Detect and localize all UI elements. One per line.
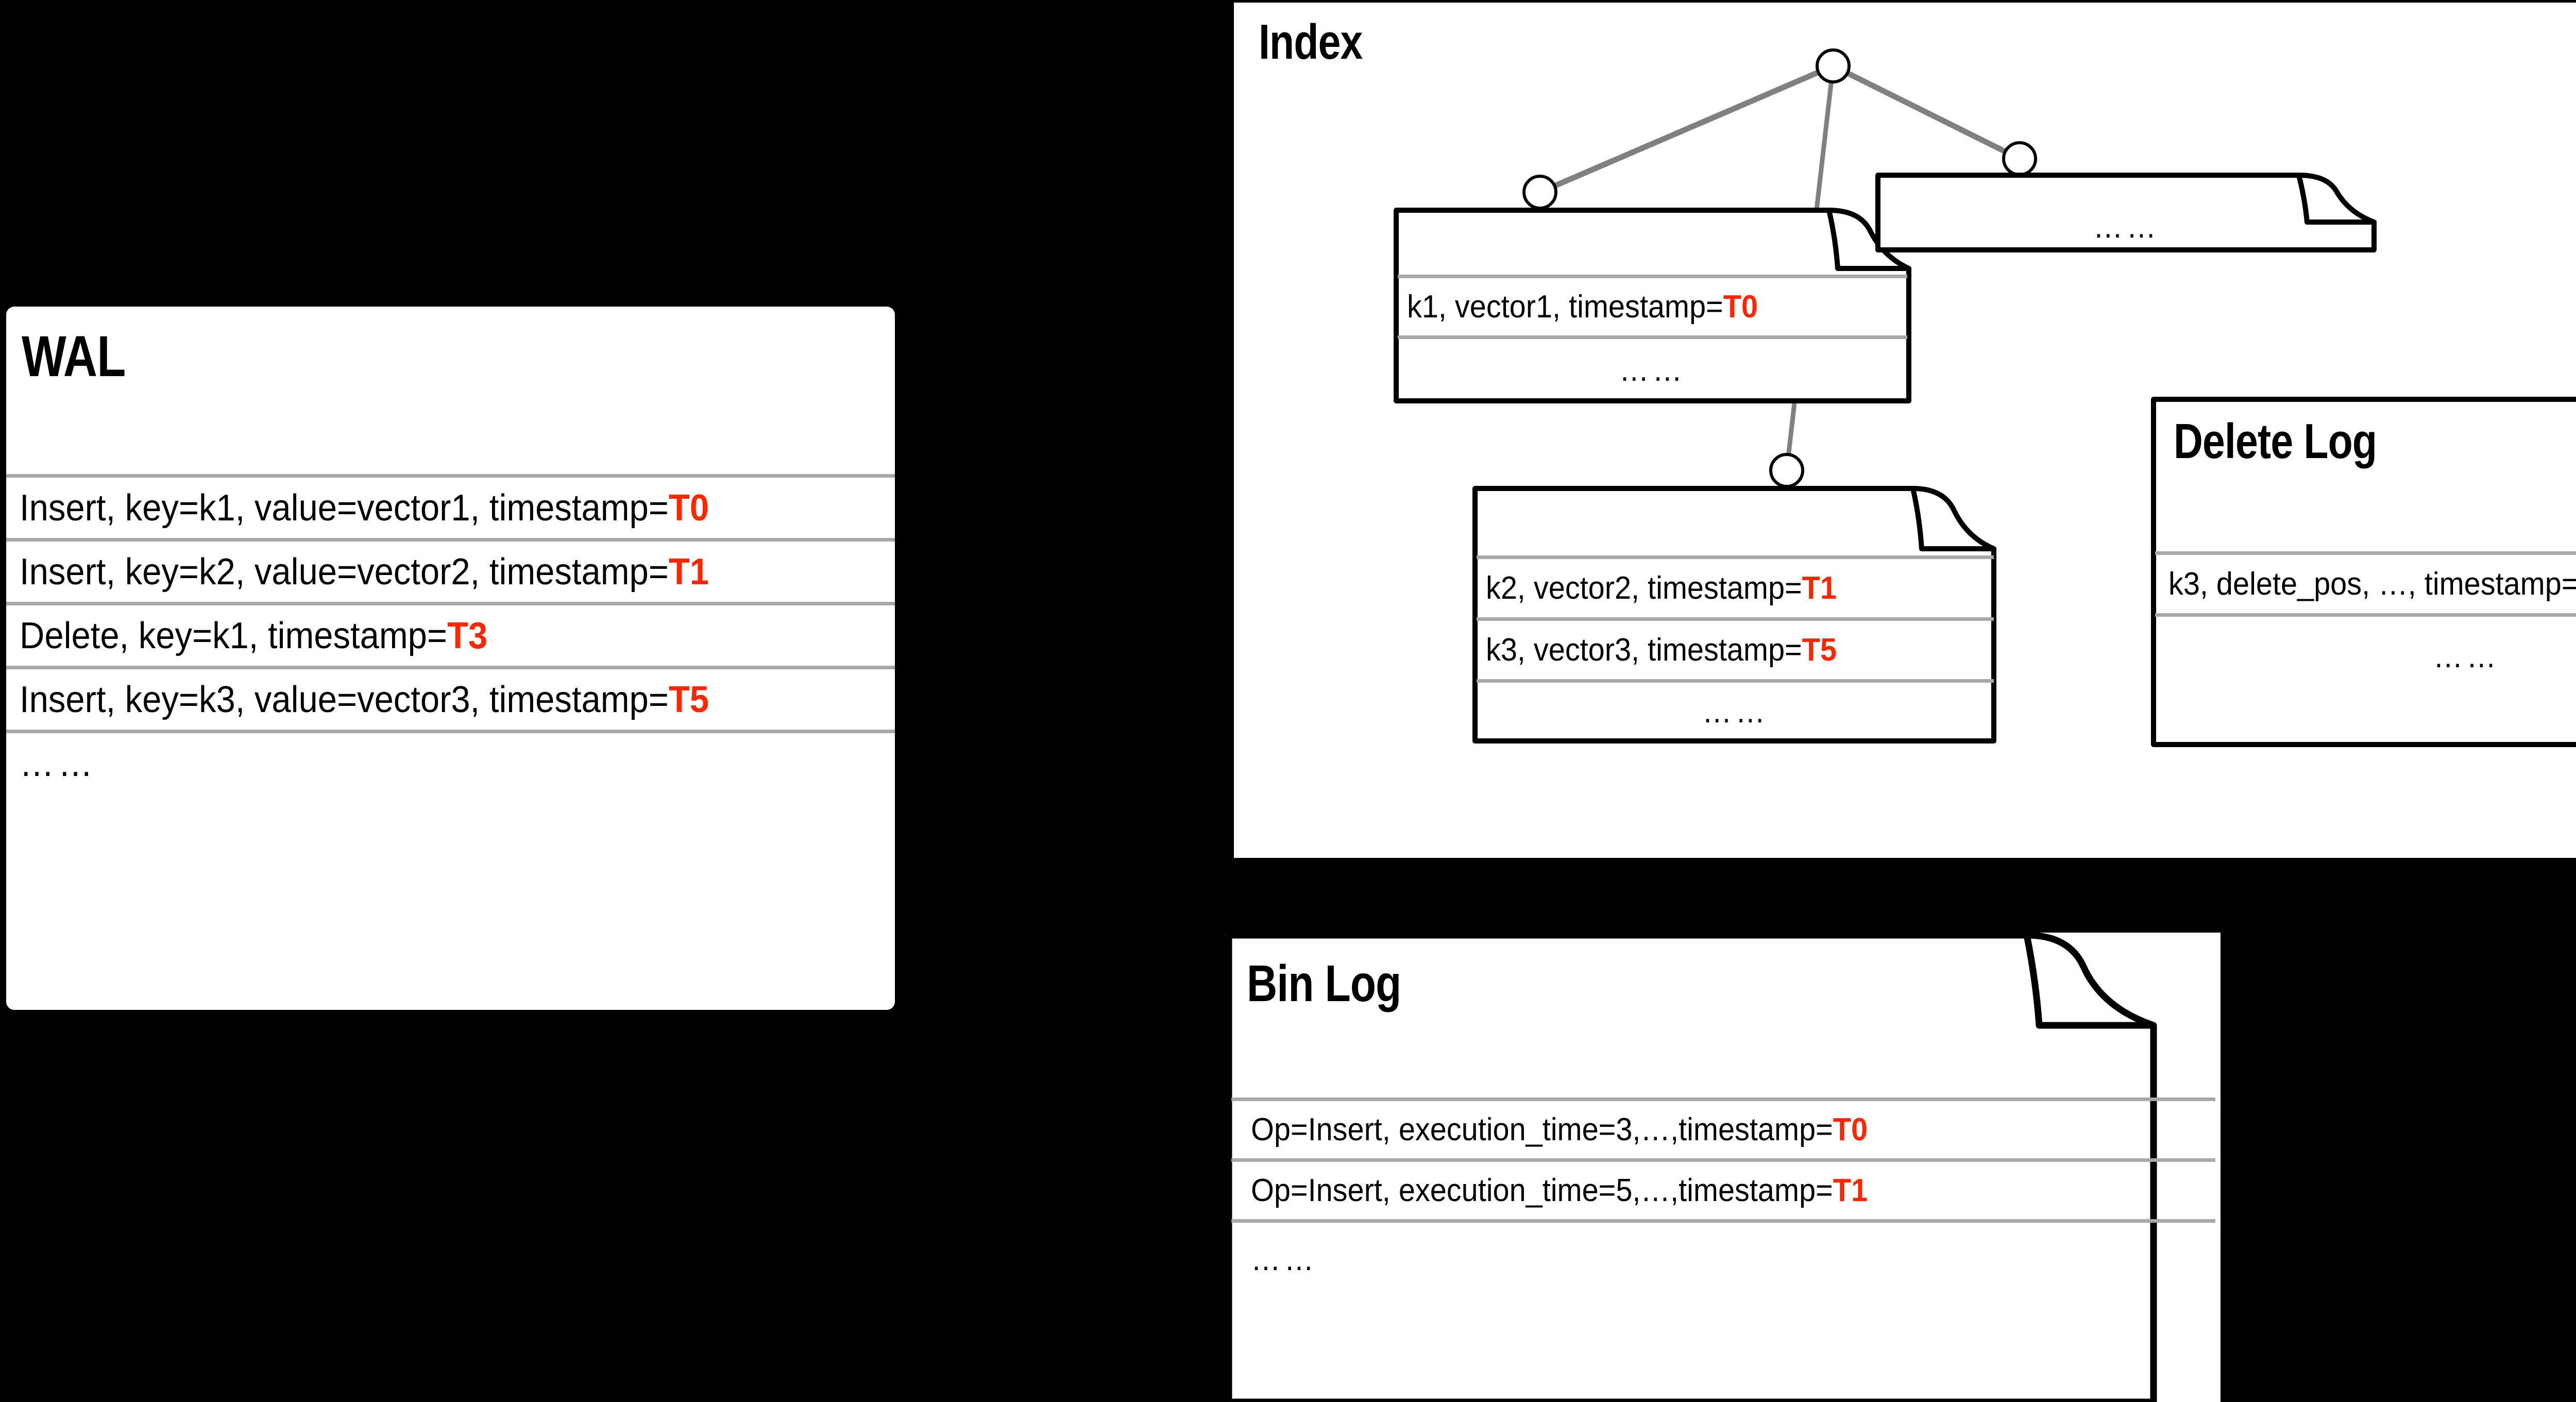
segment-row-text: …… [2093, 209, 2160, 245]
bin-log-title: Bin Log [1247, 955, 1401, 1012]
wal-title: WAL [22, 324, 126, 388]
bin-log-row-timestamp: T0 [1833, 1112, 1868, 1147]
segment-row: k2, vector2, timestamp=T1 [1477, 555, 1994, 617]
delete-log-title: Delete Log [2174, 414, 2377, 469]
tree-edge-root-left [1538, 63, 1835, 195]
segment-right: …… [1875, 173, 2378, 252]
tree-node-bottom [1769, 453, 1804, 488]
tree-node-root [1816, 48, 1851, 83]
bin-log-row: Op=Insert, execution_time=5,…,timestamp=… [1231, 1158, 2215, 1219]
segment-row-timestamp: T5 [1802, 632, 1837, 668]
segment-row-text: …… [1702, 694, 1769, 730]
delete-log-row-text: k3, delete_pos, …, timestamp= [2168, 566, 2576, 602]
index-title: Index [1259, 14, 1363, 70]
bin-log-row-text: Op=Insert, execution_time=3,…,timestamp= [1251, 1112, 1833, 1147]
wal-row-timestamp: T5 [668, 679, 709, 720]
segment-row-text: …… [1619, 352, 1686, 388]
wal-row: Insert, key=k2, value=vector2, timestamp… [6, 538, 895, 602]
segment-row: …… [1477, 679, 1994, 741]
bin-log-row: …… [1231, 1219, 2215, 1296]
wal-row-text: Insert, key=k1, value=vector1, timestamp… [20, 487, 669, 529]
delete-log-row: …… [2155, 613, 2576, 742]
wal-row-text: Delete, key=k1, timestamp= [20, 615, 447, 656]
segment-row: …… [1398, 335, 1907, 401]
tree-edge-root-right [1832, 63, 2021, 161]
wal-row-timestamp: T3 [447, 615, 488, 656]
tree-node-right [2002, 141, 2037, 176]
wal-row: Insert, key=k3, value=vector3, timestamp… [6, 666, 895, 730]
wal-row: …… [6, 730, 895, 793]
bin-log-row-timestamp: T1 [1833, 1173, 1868, 1208]
segment-row-timestamp: T0 [1723, 289, 1758, 325]
segment-row: …… [1879, 204, 2374, 250]
index-panel: Index k1, vector1, timestamp=T0 [1234, 3, 2576, 858]
segment-row-timestamp: T1 [1802, 570, 1837, 606]
wal-row-timestamp: T0 [668, 487, 709, 529]
delete-log-card: Delete Log k3, delete_pos, …, timestamp=… [2151, 397, 2576, 747]
bin-log-card: Bin Log Op=Insert, execution_time=3,…,ti… [1225, 932, 2221, 1402]
wal-row-text: …… [20, 742, 97, 784]
segment-row-text: k1, vector1, timestamp= [1407, 289, 1723, 325]
segment-row-text: k2, vector2, timestamp= [1486, 570, 1802, 606]
wal-row-text: Insert, key=k2, value=vector2, timestamp… [20, 551, 669, 593]
segment-row: k1, vector1, timestamp=T0 [1398, 275, 1907, 335]
wal-card: WAL Insert, key=k1, value=vector1, times… [6, 307, 895, 1010]
wal-row-text: Insert, key=k3, value=vector3, timestamp… [20, 679, 669, 720]
bin-log-row-text: …… [1251, 1242, 1318, 1277]
bin-log-row: Op=Insert, execution_time=3,…,timestamp=… [1231, 1097, 2215, 1158]
delete-log-row: k3, delete_pos, …, timestamp=T3 [2155, 551, 2576, 613]
segment-k2-k3: k2, vector2, timestamp=T1 k3, vector3, t… [1472, 486, 1998, 744]
tree-node-left [1522, 175, 1557, 210]
wal-row: Delete, key=k1, timestamp=T3 [6, 602, 895, 666]
wal-row: Insert, key=k1, value=vector1, timestamp… [6, 474, 895, 538]
wal-row-timestamp: T1 [668, 551, 709, 593]
delete-log-row-text: …… [2433, 639, 2500, 674]
segment-row-text: k3, vector3, timestamp= [1486, 632, 1802, 668]
segment-row: k3, vector3, timestamp=T5 [1477, 617, 1994, 679]
bin-log-row-text: Op=Insert, execution_time=5,…,timestamp= [1251, 1173, 1833, 1208]
segment-k1: k1, vector1, timestamp=T0 …… [1394, 208, 1911, 403]
